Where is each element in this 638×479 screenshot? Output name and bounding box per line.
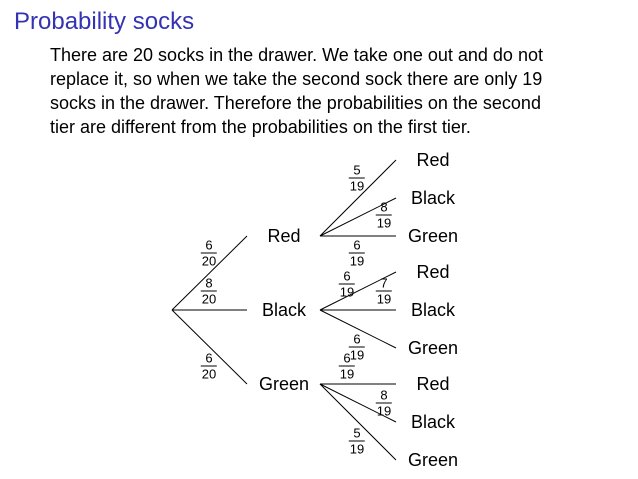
prob-denominator: 20 [201,291,217,307]
fraction-bar [348,177,366,179]
prob-numerator: 6 [205,237,213,253]
leaf-label-red-green: Green [407,226,459,246]
intro-line: replace it, so when we take the second s… [50,69,543,89]
prob-denominator: 19 [376,403,392,419]
prob-green-green: 5 19 [348,425,366,457]
fraction-bar [375,290,393,292]
page-title: Probability socks [14,8,195,35]
prob-red-black: 8 19 [375,199,393,231]
leaf-label-red-red: Red [416,150,450,170]
prob-numerator: 7 [380,275,388,291]
fraction-bar [338,365,356,367]
fraction-bar [348,252,366,254]
prob-numerator: 5 [353,162,361,178]
leaf-label-red-black: Black [410,188,456,208]
intro-line: socks in the drawer. Therefore the proba… [50,93,541,113]
branch-root-green [171,309,248,385]
fraction-bar [375,402,393,404]
branch-black-green [319,309,397,349]
prob-denominator: 20 [201,253,217,269]
prob-green-black: 8 19 [375,387,393,419]
prob-black-green: 6 19 [348,331,366,363]
prob-denominator: 19 [339,366,355,382]
prob-numerator: 6 [353,237,361,253]
leaf-label-green-green: Green [407,450,459,470]
prob-numerator: 6 [343,350,351,366]
intro-paragraph: There are 20 socks in the drawer. We tak… [50,43,610,139]
branch-green-black [319,383,397,423]
prob-first-green: 6 20 [200,350,218,382]
node-label-green: Green [258,374,310,394]
fraction-bar [200,365,218,367]
branch-red-red [319,159,397,237]
branch-root-red [171,235,248,311]
fraction-bar [338,283,356,285]
prob-red-red: 5 19 [348,162,366,194]
prob-first-red: 6 20 [200,237,218,269]
prob-numerator: 6 [343,268,351,284]
prob-denominator: 19 [339,284,355,300]
prob-black-red: 6 19 [338,268,356,300]
branch-black-red [319,271,397,311]
node-label-black: Black [261,300,307,320]
leaf-label-green-black: Black [410,412,456,432]
prob-denominator: 19 [349,178,365,194]
prob-denominator: 19 [349,347,365,363]
prob-numerator: 8 [380,199,388,215]
branch-green-green [319,383,397,461]
prob-red-green: 6 19 [348,237,366,269]
fraction-bar [348,346,366,348]
fraction-bar [200,290,218,292]
prob-numerator: 6 [353,331,361,347]
prob-denominator: 19 [349,253,365,269]
prob-numerator: 6 [205,350,213,366]
leaf-label-black-green: Green [407,338,459,358]
leaf-label-green-red: Red [416,374,450,394]
prob-first-black: 8 20 [200,275,218,307]
prob-denominator: 19 [376,291,392,307]
leaf-label-black-black: Black [410,300,456,320]
intro-line: tier are different from the probabilitie… [50,117,471,137]
prob-black-black: 7 19 [375,275,393,307]
prob-green-red: 6 19 [338,350,356,382]
intro-line: There are 20 socks in the drawer. We tak… [50,45,543,65]
prob-numerator: 5 [353,425,361,441]
branch-red-black [319,197,397,237]
prob-numerator: 8 [380,387,388,403]
prob-numerator: 8 [205,275,213,291]
prob-denominator: 20 [201,366,217,382]
node-label-red: Red [267,226,301,246]
prob-denominator: 19 [349,441,365,457]
leaf-label-black-red: Red [416,262,450,282]
prob-denominator: 19 [376,215,392,231]
fraction-bar [200,252,218,254]
fraction-bar [375,214,393,216]
fraction-bar [348,440,366,442]
